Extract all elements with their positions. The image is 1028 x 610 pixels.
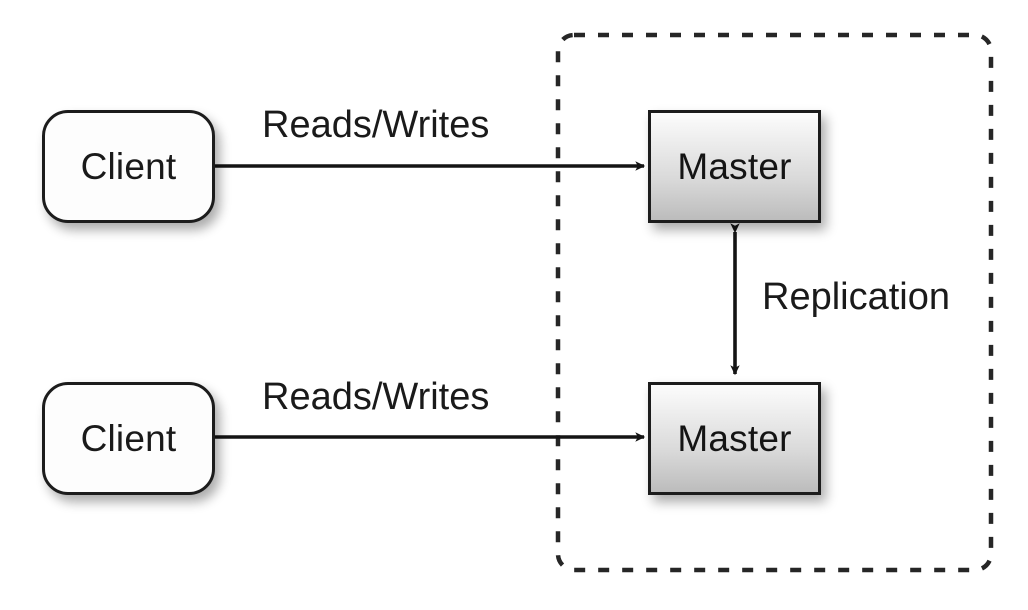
- node-master-bottom[interactable]: Master: [648, 382, 821, 495]
- node-label-client-top: Client: [80, 146, 177, 187]
- node-label-master-top: Master: [677, 146, 792, 187]
- edge-label-reads-writes-bottom: Reads/Writes: [262, 376, 490, 418]
- replication-group-boundary: [555, 32, 994, 573]
- edge-label-replication: Replication: [762, 276, 950, 318]
- node-client-top[interactable]: Client: [42, 110, 215, 223]
- node-label-master-bottom: Master: [677, 418, 792, 459]
- node-client-bottom[interactable]: Client: [42, 382, 215, 495]
- edge-label-reads-writes-top: Reads/Writes: [262, 104, 490, 146]
- node-label-client-bottom: Client: [80, 418, 177, 459]
- node-master-top[interactable]: Master: [648, 110, 821, 223]
